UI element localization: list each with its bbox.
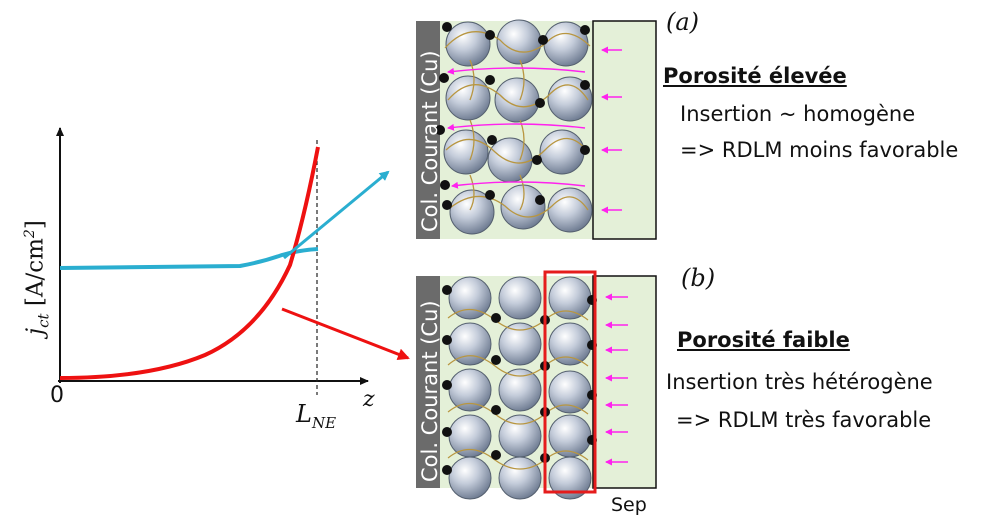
panel-a-heading: Porosité élevée	[663, 64, 847, 88]
red-arrow-to-panel-b	[281, 307, 410, 360]
active-particle	[443, 129, 489, 175]
panel-b-line-2: => RDLM très favorable	[676, 408, 932, 432]
active-particle	[498, 456, 542, 500]
conductive-additive	[580, 25, 590, 35]
particle-grid	[443, 19, 593, 235]
conductive-additive	[485, 190, 495, 200]
origin-label: 0	[50, 383, 64, 408]
panel-b-heading: Porosité faible	[677, 328, 850, 352]
active-particle	[494, 77, 540, 123]
panel-a-line-1: Insertion ~ homogène	[680, 102, 916, 126]
conductive-additive	[535, 195, 545, 205]
conductive-additive	[535, 98, 545, 108]
conductive-additive	[442, 427, 452, 437]
conductive-additive	[442, 285, 452, 295]
panel-a-tag: (a)	[666, 8, 700, 36]
conductive-additive	[491, 405, 501, 415]
flux-arrow	[447, 123, 586, 131]
x-axis-label: z	[363, 387, 375, 412]
active-particle	[548, 456, 592, 500]
blue-arrow-to-panel-a	[283, 170, 390, 260]
separator-region	[592, 20, 657, 240]
conductive-additive	[485, 75, 495, 85]
active-particle	[500, 184, 546, 230]
conductive-additive	[580, 145, 590, 155]
red-curve-low-porosity	[59, 146, 320, 380]
conductive-additive	[442, 22, 452, 32]
conductive-additive	[487, 135, 497, 145]
reaction-zone-highlight	[543, 270, 597, 494]
active-particle	[498, 276, 542, 320]
active-particle	[445, 21, 491, 67]
active-particle	[448, 414, 492, 458]
separator-region	[592, 275, 657, 489]
active-particle	[498, 368, 542, 412]
conductive-additive	[491, 313, 501, 323]
lithium-flux-arrows	[605, 293, 628, 466]
conductive-additive	[442, 200, 452, 210]
active-particle	[548, 414, 592, 458]
current-density-plot	[56, 127, 410, 395]
particle-grid	[448, 276, 592, 500]
conductive-additive	[491, 355, 501, 365]
flux-arrow	[447, 67, 586, 75]
conductive-additive	[442, 465, 452, 475]
panel-b-tag: (b)	[681, 264, 716, 292]
conductive-additive	[435, 125, 445, 135]
active-particle	[547, 187, 593, 233]
conductive-additive	[538, 35, 548, 45]
active-particle	[487, 137, 533, 183]
conductive-additive	[440, 180, 450, 190]
panel-a-line-2: => RDLM moins favorable	[680, 138, 959, 162]
electrode-panel-b	[416, 270, 657, 500]
binder-network	[444, 31, 591, 218]
binder-network	[447, 308, 589, 470]
current-collector-label-b: Col. Courant (Cu)	[418, 300, 442, 482]
active-particle	[448, 276, 492, 320]
flux-arrow	[451, 181, 586, 189]
conductive-additive	[532, 155, 542, 165]
current-collector	[416, 276, 440, 488]
active-particle	[539, 129, 585, 175]
y-axis-label: jct [A/cm2]	[22, 220, 53, 335]
contact-points	[435, 22, 590, 210]
conductive-additive	[580, 80, 590, 90]
active-particle	[498, 414, 542, 458]
active-particle	[445, 75, 491, 121]
electrode-length-label: LNE	[296, 400, 337, 432]
conductive-additive	[442, 335, 452, 345]
conductive-additive	[491, 450, 501, 460]
active-particle	[496, 19, 542, 65]
conductive-additive	[442, 380, 452, 390]
active-particle	[448, 368, 492, 412]
conductive-additive	[439, 73, 449, 83]
separator-label: Sep	[611, 494, 647, 516]
conductive-additive	[485, 30, 495, 40]
lithium-flux-arrows	[447, 46, 622, 214]
panel-b-line-1: Insertion très hétérogène	[666, 370, 933, 394]
active-particle	[448, 456, 492, 500]
electrode-panel-a	[416, 19, 657, 240]
blue-curve-high-porosity	[59, 247, 319, 270]
current-collector-label-a: Col. Courant (Cu)	[418, 50, 442, 232]
active-particle	[498, 322, 542, 366]
